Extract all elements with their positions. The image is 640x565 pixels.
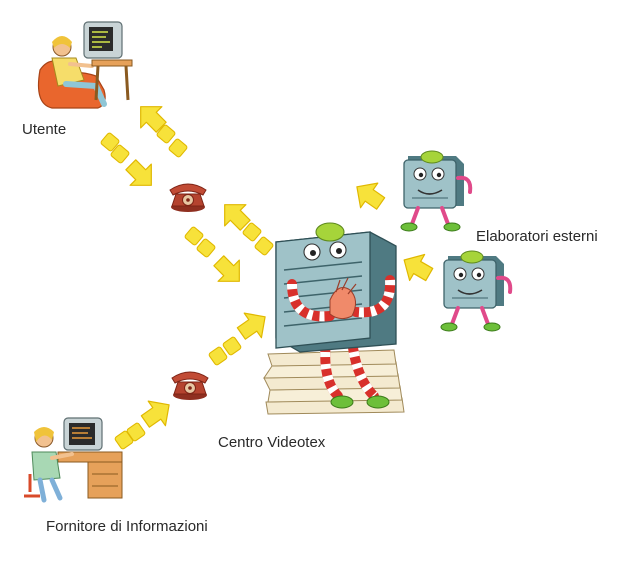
videotex-center-icon bbox=[263, 222, 405, 415]
label-information-provider: Fornitore di Informazioni bbox=[46, 518, 208, 535]
external-computer-icon-1 bbox=[399, 149, 473, 233]
label-external-computers: Elaboratori esterni bbox=[476, 228, 598, 245]
label-user: Utente bbox=[22, 121, 67, 138]
label-videotex-center: Centro Videotex bbox=[218, 434, 326, 451]
provider-terminal-icon bbox=[24, 417, 123, 503]
external-computer-icon-2 bbox=[439, 249, 513, 333]
telephone-icon-lower bbox=[171, 371, 209, 401]
telephone-icon-upper bbox=[169, 183, 207, 213]
user-terminal-icon bbox=[37, 21, 133, 109]
